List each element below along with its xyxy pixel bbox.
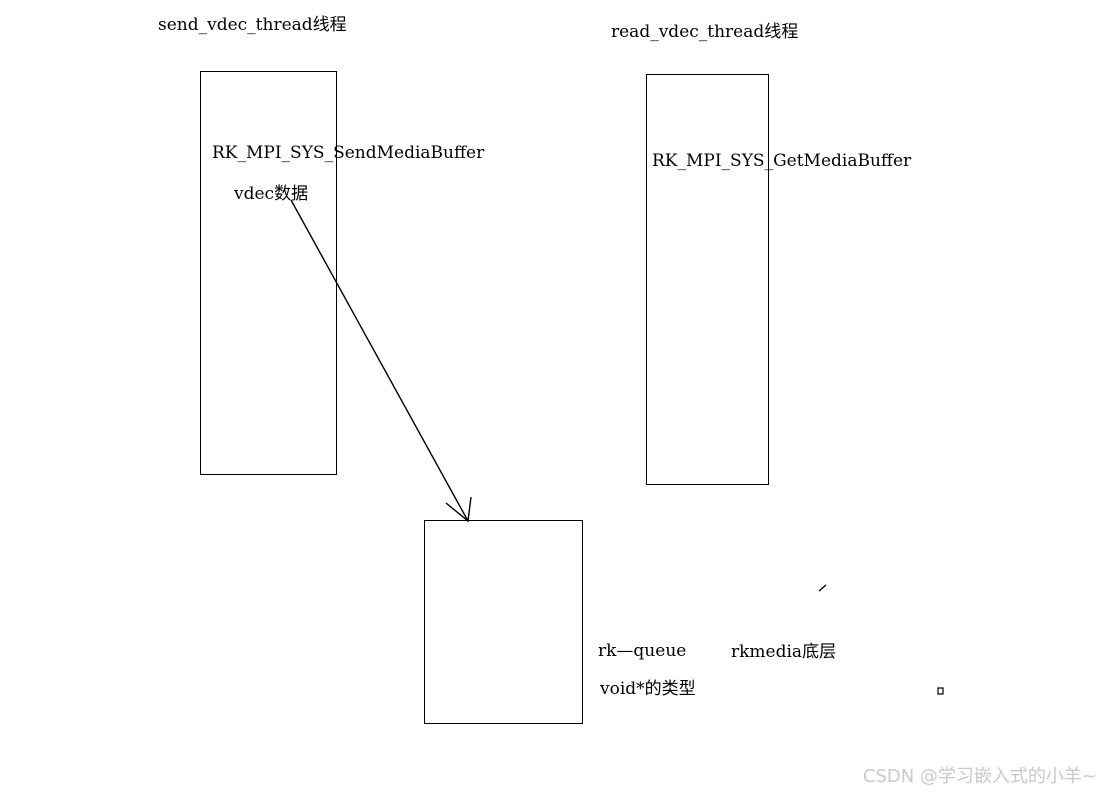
rkmedia-layer-label: rkmedia底层: [731, 642, 837, 662]
read-thread-title: read_vdec_thread线程: [611, 22, 799, 42]
read-thread-box: [646, 74, 769, 485]
send-thread-title: send_vdec_thread线程: [158, 15, 347, 35]
arrow-head: [445, 496, 472, 523]
small-square-mark: [937, 687, 944, 695]
send-thread-box: [200, 71, 337, 475]
queue-name-label: rk—queue: [598, 641, 687, 661]
send-data-label: vdec数据: [234, 184, 309, 204]
send-call-label: RK_MPI_SYS_SendMediaBuffer: [212, 143, 485, 163]
queue-type-label: void*的类型: [600, 679, 696, 699]
queue-box: [424, 520, 583, 724]
watermark: CSDN @学习嵌入式的小羊~: [862, 766, 1097, 787]
read-call-label: RK_MPI_SYS_GetMediaBuffer: [652, 151, 912, 171]
stray-mark: [818, 584, 827, 592]
